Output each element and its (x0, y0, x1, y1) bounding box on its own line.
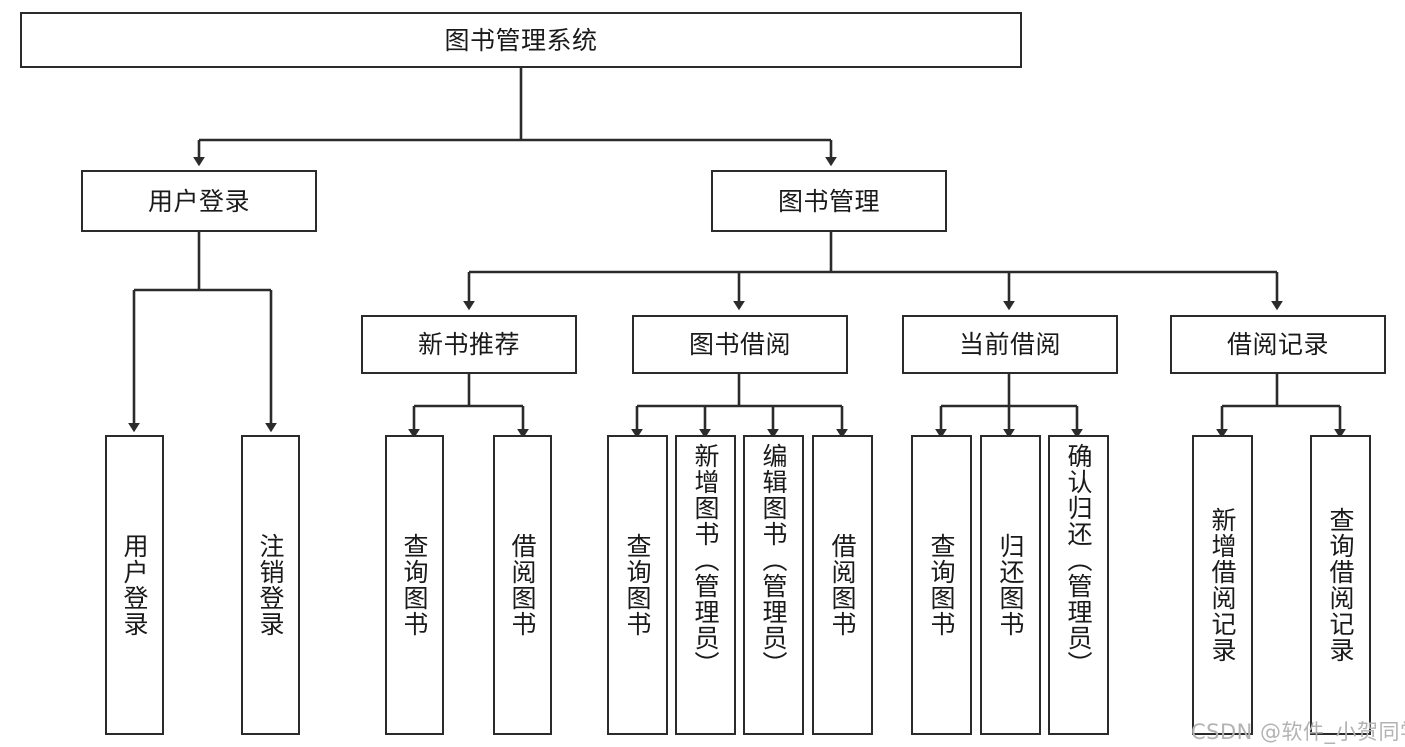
node-label: 借阅图书 (508, 533, 537, 637)
node-current-borrowing[interactable]: 当前借阅 (902, 315, 1118, 374)
node-user-login[interactable]: 用户登录 (81, 170, 317, 232)
node-label: 图书管理 (777, 186, 880, 216)
leaf-user-login[interactable]: 用户登录 (105, 435, 164, 735)
leaf-current-query-book[interactable]: 查询图书 (911, 435, 972, 735)
node-label: 注销登录 (256, 533, 285, 637)
node-label: 用户登录 (147, 186, 250, 216)
node-label: 新增借阅记录 (1208, 507, 1237, 663)
node-book-borrowing[interactable]: 图书借阅 (632, 315, 848, 374)
node-label: 图书借阅 (688, 330, 791, 359)
node-new-book-recommendation[interactable]: 新书推荐 (361, 315, 577, 374)
csdn-watermark: CSDN @软件_小贺同学 (1191, 720, 1405, 744)
node-label: 图书管理系统 (444, 25, 598, 55)
leaf-borrow-do-borrow-book[interactable]: 借阅图书 (812, 435, 873, 735)
leaf-current-return-book[interactable]: 归还图书 (980, 435, 1041, 735)
node-label: 确认归还（管理员） (1064, 443, 1093, 677)
leaf-recommend-borrow-book[interactable]: 借阅图书 (493, 435, 552, 735)
node-label: 编辑图书（管理员） (759, 443, 788, 677)
node-label: 查询借阅记录 (1326, 507, 1355, 663)
node-label: 查询图书 (400, 533, 429, 637)
leaf-recommend-query-book[interactable]: 查询图书 (385, 435, 444, 735)
node-root-book-management-system[interactable]: 图书管理系统 (20, 12, 1022, 68)
node-label: 查询图书 (623, 533, 652, 637)
leaf-borrow-query-book[interactable]: 查询图书 (607, 435, 668, 735)
node-book-management[interactable]: 图书管理 (711, 170, 947, 232)
node-borrowing-records[interactable]: 借阅记录 (1170, 315, 1386, 374)
leaf-logout-login[interactable]: 注销登录 (241, 435, 300, 735)
node-label: 用户登录 (120, 533, 149, 637)
node-label: 借阅图书 (828, 533, 857, 637)
node-label: 新书推荐 (417, 330, 520, 359)
leaf-record-add-borrow-record[interactable]: 新增借阅记录 (1192, 435, 1253, 735)
node-label: 归还图书 (996, 533, 1025, 637)
node-label: 查询图书 (927, 533, 956, 637)
node-label: 借阅记录 (1226, 330, 1329, 359)
leaf-current-confirm-return-admin[interactable]: 确认归还（管理员） (1048, 435, 1109, 735)
node-label: 新增图书（管理员） (691, 443, 720, 677)
leaf-record-query-borrow-record[interactable]: 查询借阅记录 (1310, 435, 1371, 735)
leaf-borrow-add-book-admin[interactable]: 新增图书（管理员） (675, 435, 736, 735)
node-label: 当前借阅 (958, 330, 1061, 359)
leaf-borrow-edit-book-admin[interactable]: 编辑图书（管理员） (743, 435, 804, 735)
